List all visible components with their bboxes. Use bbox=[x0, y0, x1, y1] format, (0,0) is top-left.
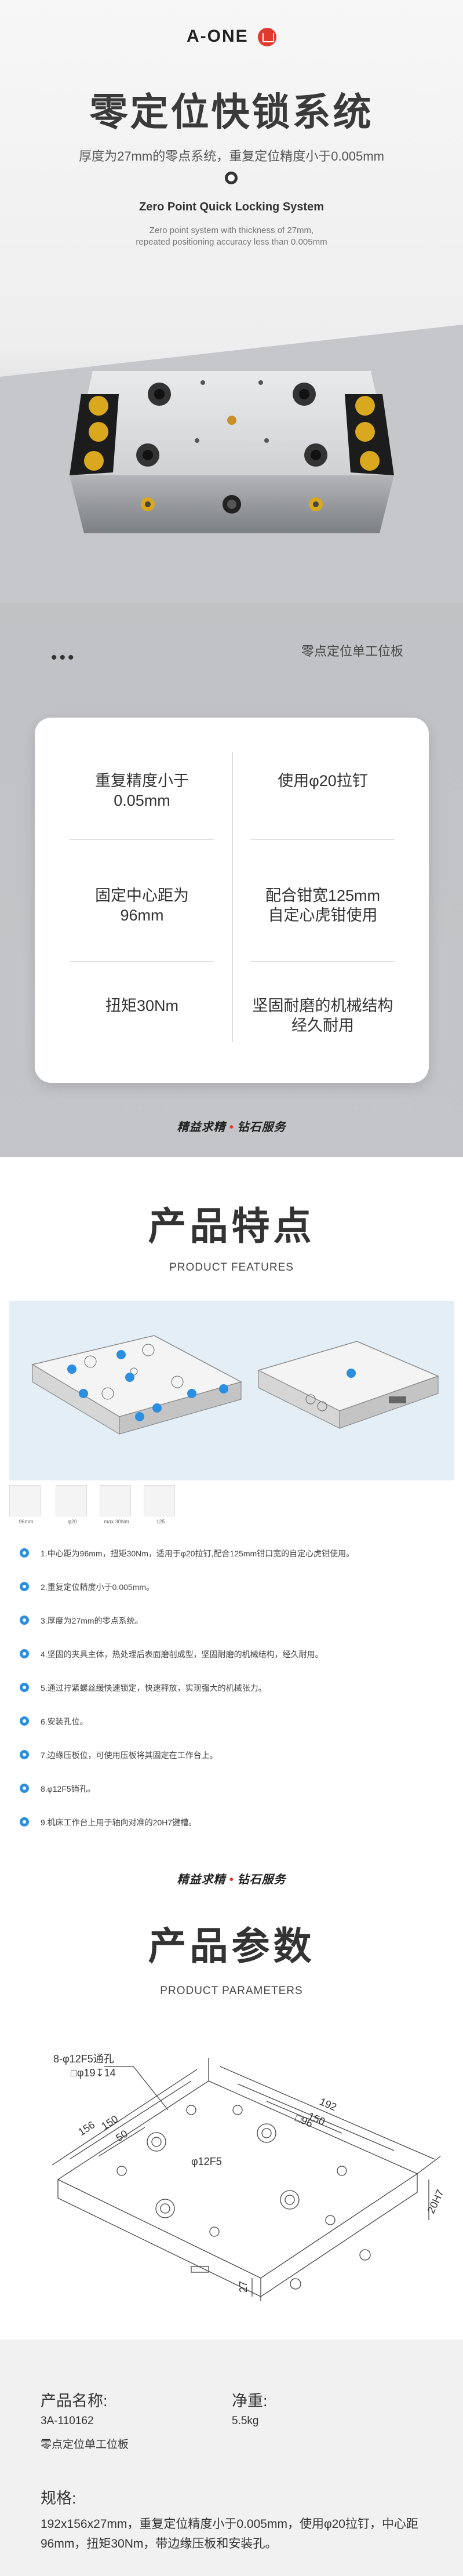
bullet-icon bbox=[20, 1750, 29, 1759]
slogan-separator: • bbox=[229, 1121, 234, 1134]
thumbnail-label: 125 bbox=[156, 1519, 165, 1525]
brand-mark-icon bbox=[258, 28, 276, 47]
product-name-label: 产品名称: bbox=[41, 2392, 108, 2410]
slogan-left: 精益求精 bbox=[177, 1873, 226, 1886]
feature-item-text: 6.安装孔位。 bbox=[41, 1717, 88, 1726]
drawing-dimension: 192 bbox=[318, 2095, 338, 2113]
bullet-icon bbox=[20, 1548, 29, 1558]
technical-drawing: 8-φ12F5通孔 □φ19↧14 192 150 □96 156 150 50… bbox=[52, 2053, 446, 2301]
spec-cell-line: 96mm bbox=[120, 907, 164, 924]
spec-cell-line: 0.05mm bbox=[114, 792, 170, 809]
drawing-dimension: 20H7 bbox=[425, 2188, 446, 2215]
feature-item-text: 9.机床工作台上用于轴向对准的20H7键槽。 bbox=[41, 1818, 197, 1827]
slogan-right: 钻石服务 bbox=[237, 1873, 286, 1886]
spec-text: 192x156x27mm，重复定位精度小于0.005mm，使用φ20拉钉，中心距… bbox=[41, 2517, 418, 2550]
brand-logo: A-ONE bbox=[0, 27, 463, 47]
drawing-dimension: φ12F5 bbox=[191, 2156, 222, 2167]
features-english-title: PRODUCT FEATURES bbox=[169, 1261, 294, 1274]
thumbnail-label: φ20 bbox=[68, 1519, 77, 1525]
parameters-english-title: PRODUCT PARAMETERS bbox=[160, 1985, 303, 1997]
spec-cell-line: 自定心虎钳使用 bbox=[268, 907, 378, 924]
thumbnail: 125 bbox=[144, 1485, 177, 1531]
product-name-tag: 零点定位单工位板 bbox=[301, 644, 404, 658]
bullet-icon bbox=[20, 1616, 29, 1625]
thumbnail: φ20 bbox=[56, 1485, 89, 1531]
spec-cell: 重复精度小于 0.05mm bbox=[58, 771, 226, 810]
hero-english-title: Zero Point Quick Locking System bbox=[139, 201, 324, 213]
spec-cell-line: 固定中心距为 bbox=[95, 887, 189, 904]
bullet-icon bbox=[20, 1582, 29, 1591]
more-dots-icon: ••• bbox=[51, 648, 76, 667]
spec-cell-line: 重复精度小于 bbox=[95, 772, 189, 789]
drawing-hole-note: 8-φ12F5通孔 bbox=[53, 2053, 114, 2065]
slogan-left: 精益求精 bbox=[177, 1121, 226, 1134]
hero-section: A-ONE 零定位快锁系统 厚度为27mm的零点系统，重复定位精度小于0.005… bbox=[0, 0, 463, 1157]
bullet-icon bbox=[20, 1817, 29, 1827]
product-name-value: 零点定位单工位板 bbox=[41, 2439, 129, 2451]
feature-item-text: 5.通过拧紧螺丝缓快速锁定，快速释放，实现强大的机械张力。 bbox=[41, 1683, 267, 1693]
spec-cell: 使用φ20拉钉 bbox=[239, 771, 407, 791]
divider bbox=[232, 752, 233, 1042]
feature-item-text: 7.边缘压板位，可使用压板将其固定在工作台上。 bbox=[41, 1751, 218, 1760]
product-code: 3A-110162 bbox=[41, 2415, 94, 2427]
bullet-icon bbox=[20, 1649, 29, 1658]
brand-name: A-ONE bbox=[186, 27, 249, 46]
drawing-dimension: 150 bbox=[99, 2113, 120, 2132]
thumbnail: max 30Nm bbox=[100, 1485, 133, 1531]
hero-subtitle: 厚度为27mm的零点系统，重复定位精度小于0.005mm bbox=[79, 149, 384, 163]
spec-label: 规格: bbox=[41, 2490, 76, 2507]
divider bbox=[250, 839, 395, 840]
spec-cell: 固定中心距为 96mm bbox=[58, 886, 226, 925]
thumbnail-image bbox=[144, 1485, 175, 1516]
features-diagram bbox=[9, 1301, 454, 1480]
bullet-icon bbox=[20, 1716, 29, 1726]
thumbnail-image bbox=[100, 1485, 131, 1516]
weight-value: 5.5kg bbox=[232, 2415, 259, 2427]
weight-label: 净重: bbox=[232, 2392, 268, 2410]
drawing-dimension: 27 bbox=[238, 2281, 249, 2293]
hero-dot-icon bbox=[225, 172, 238, 184]
spec-cell-line: 坚固耐磨的机械结构 bbox=[252, 997, 393, 1014]
features-title: 产品特点 bbox=[148, 1205, 315, 1247]
feature-item-text: 2.重复定位精度小于0.005mm。 bbox=[41, 1582, 155, 1592]
slogan: 精益求精•钻石服务 bbox=[0, 1870, 463, 1887]
parameters-panel: 产品名称: 3A-110162 零点定位单工位板 净重: 5.5kg 规格: 1… bbox=[0, 2339, 463, 2576]
page-title: 零定位快锁系统 bbox=[89, 90, 374, 133]
bullet-icon bbox=[20, 1683, 29, 1692]
thumbnail-label: max 30Nm bbox=[104, 1519, 129, 1525]
spec-cell: 坚固耐磨的机械结构 经久耐用 bbox=[239, 996, 407, 1035]
thumbnail: 96mm bbox=[9, 1485, 43, 1531]
features-diagram-image bbox=[31, 1335, 440, 1435]
hero-english-desc: Zero point system with thickness of 27mm… bbox=[0, 225, 463, 248]
slogan-separator: • bbox=[229, 1873, 234, 1886]
divider bbox=[70, 839, 214, 840]
divider bbox=[70, 961, 214, 962]
spec-cell-line: 经久耐用 bbox=[291, 1017, 354, 1034]
parameters-title: 产品参数 bbox=[148, 1924, 315, 1967]
bullet-icon bbox=[20, 1784, 29, 1793]
thumbnail-image bbox=[9, 1485, 41, 1516]
feature-item-text: 3.厚度为27mm的零点系统。 bbox=[41, 1616, 143, 1625]
slogan: 精益求精•钻石服务 bbox=[0, 1118, 463, 1134]
divider bbox=[250, 961, 395, 962]
spec-cell: 配合钳宽125mm 自定心虎钳使用 bbox=[239, 886, 407, 925]
thumbnail-image bbox=[56, 1485, 87, 1516]
slogan-right: 钻石服务 bbox=[237, 1121, 286, 1134]
spec-cell-line: 配合钳宽125mm bbox=[265, 887, 381, 904]
spec-cell-line: 扭矩30Nm bbox=[105, 997, 179, 1014]
spec-cell-line: 使用φ20拉钉 bbox=[278, 772, 368, 789]
feature-item-text: 4.坚固的夹具主体，热处理后表面磨削成型，坚固耐磨的机械结构，经久耐用。 bbox=[41, 1650, 323, 1659]
thumbnail-label: 96mm bbox=[19, 1519, 34, 1525]
feature-item-text: 1.中心距为96mm，扭矩30Nm，适用于φ20拉钉,配合125mm钳口宽的自定… bbox=[41, 1549, 355, 1558]
spec-cell: 扭矩30Nm bbox=[58, 996, 226, 1016]
drawing-dimension: 156 bbox=[76, 2119, 97, 2138]
hero-english-desc-line: repeated positioning accuracy less than … bbox=[136, 237, 327, 247]
product-image bbox=[70, 371, 394, 533]
hero-english-desc-line: Zero point system with thickness of 27mm… bbox=[149, 225, 314, 235]
spec-card: 重复精度小于 0.05mm 使用φ20拉钉 固定中心距为 96mm 配合钳宽12… bbox=[35, 718, 429, 1083]
feature-item-text: 8.φ12F5销孔。 bbox=[41, 1784, 96, 1793]
drawing-hole-note: □φ19↧14 bbox=[71, 2067, 116, 2079]
